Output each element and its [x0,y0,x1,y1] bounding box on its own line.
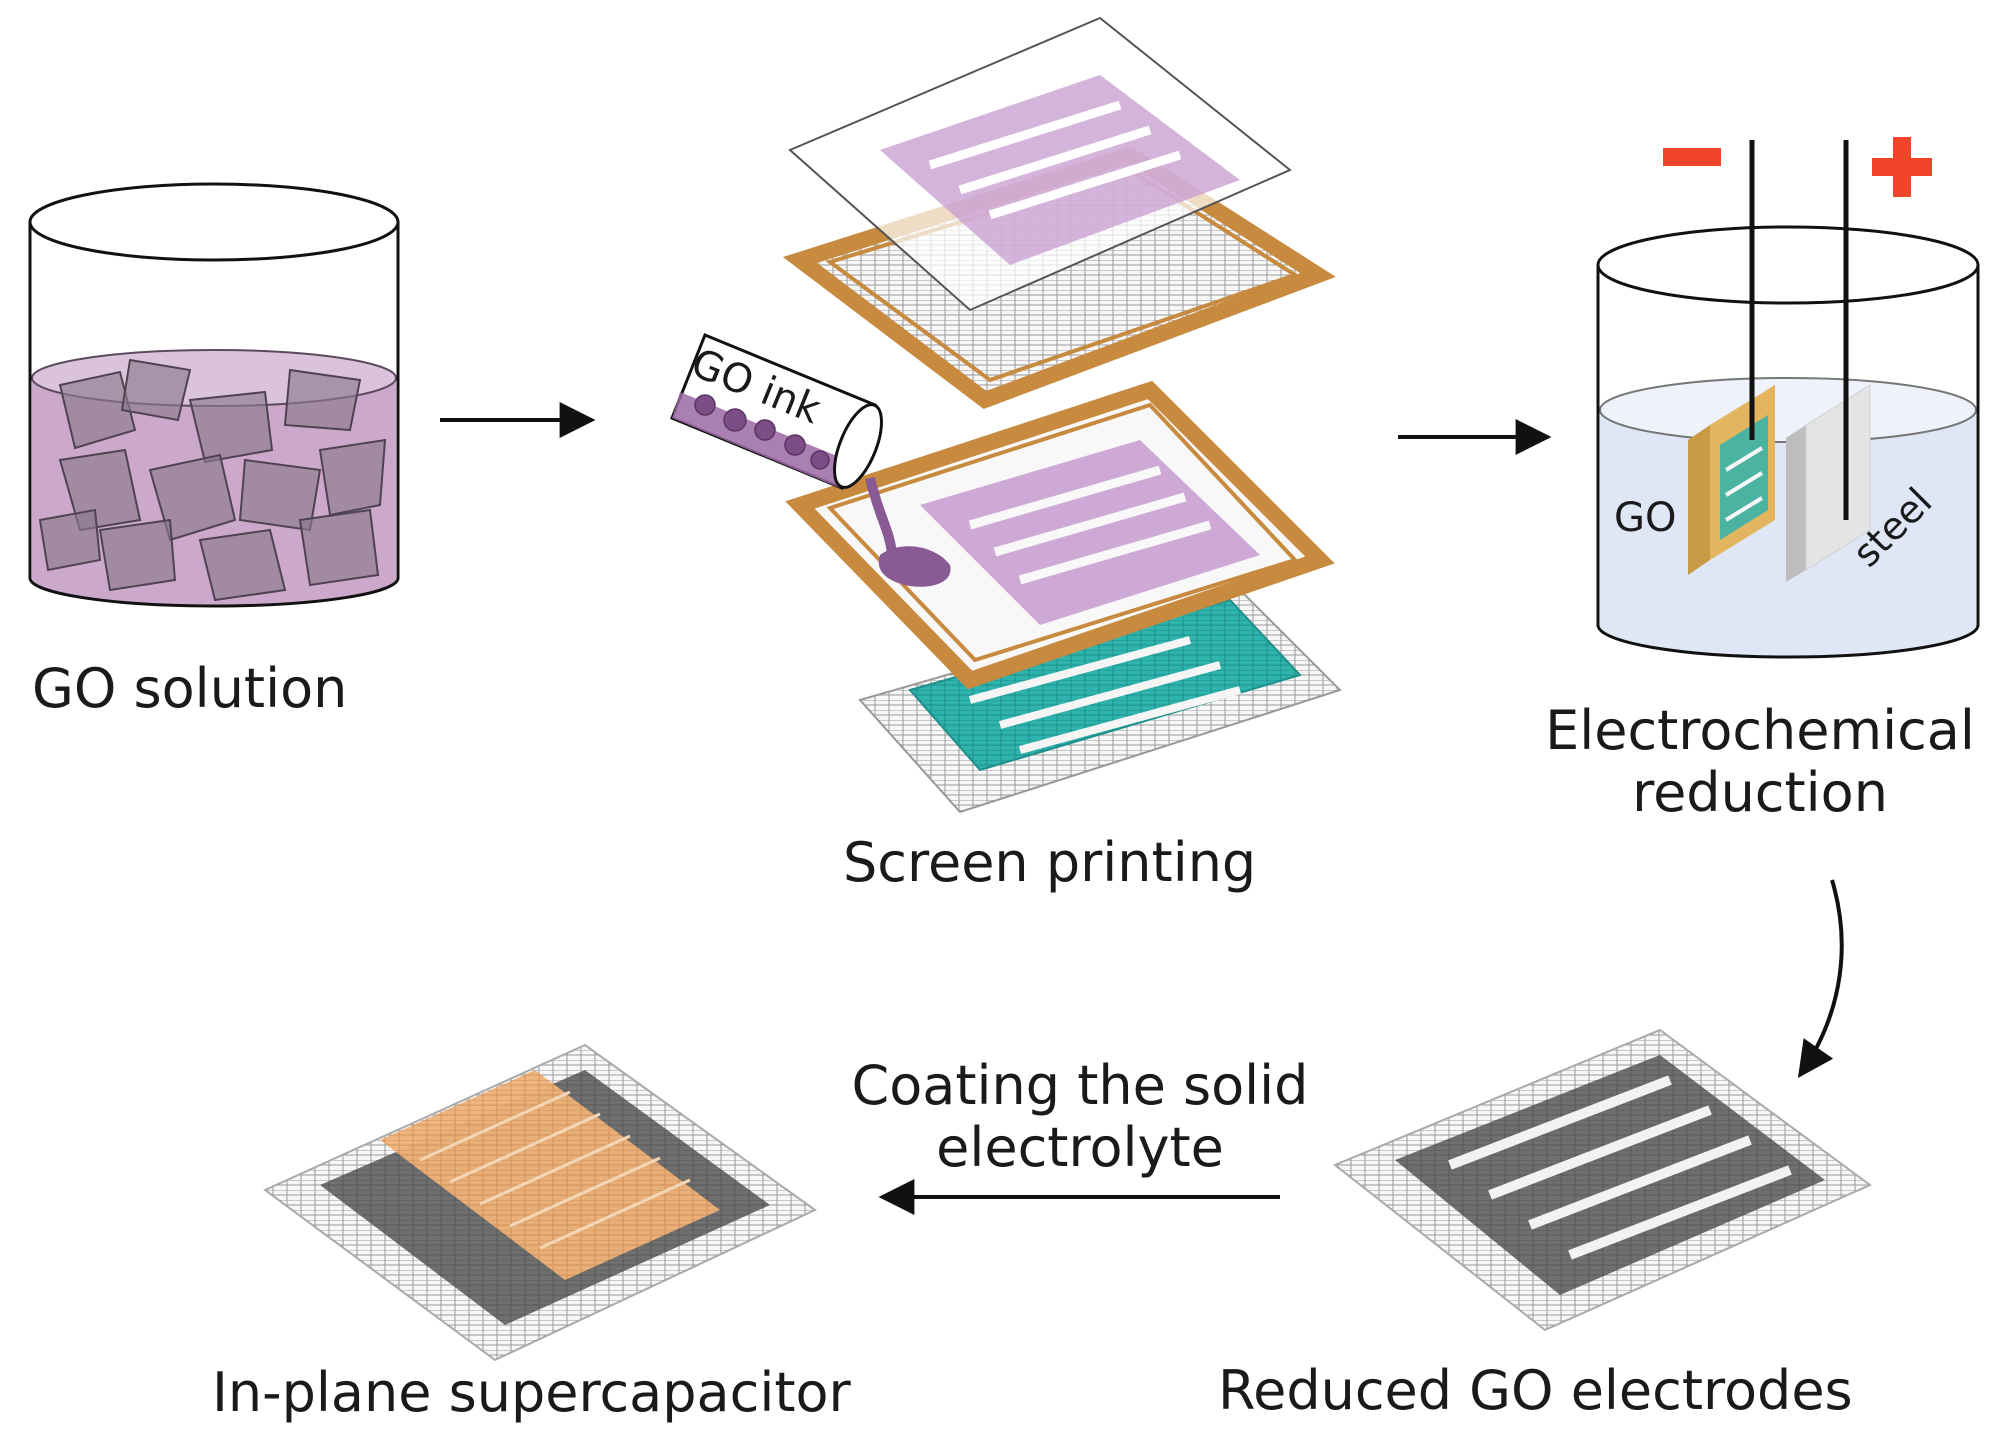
screen-printing-stack [670,16,1342,814]
beaker-rim [28,182,400,262]
label-coating-line1: Coating the solid [851,1054,1309,1117]
go-flakes [38,358,387,602]
label-go-solution: GO solution [32,657,348,720]
label-electrochemical-reduction: Electrochemical reduction [1535,699,1985,825]
label-supercapacitor: In-plane supercapacitor [212,1361,851,1424]
electrolyte-surface [1599,377,1977,443]
label-electrode-go: GO [1614,495,1677,541]
go-electrode [1688,385,1775,575]
label-electrochemical-line1: Electrochemical [1545,699,1975,762]
beaker-rim-right [1596,225,1980,305]
steel-electrode [1786,384,1871,582]
label-coating-line2: electrolyte [936,1116,1224,1180]
electrochemical-cell [1596,137,1980,659]
in-plane-supercapacitor [263,1043,817,1362]
go-ink-cup [670,333,951,587]
stencil-sheet [788,16,1292,312]
go-solution-beaker [28,182,400,608]
plus-sign-icon [1872,137,1932,197]
beaker-walls-right [1596,265,1980,659]
arrow-to-reduced-electrodes [1797,879,1844,1078]
label-coating: Coating the solid electrolyte [820,1054,1340,1180]
reduced-go-electrodes [1333,1028,1872,1332]
printed-substrate [858,588,1342,814]
label-electrochemical-line2: reduction [1632,761,1888,825]
minus-sign-icon [1663,148,1721,166]
beaker-walls [28,222,400,608]
label-screen-printing: Screen printing [843,831,1257,894]
lower-screen-frame [785,380,1335,690]
label-reduced-go: Reduced GO electrodes [1218,1359,1853,1422]
